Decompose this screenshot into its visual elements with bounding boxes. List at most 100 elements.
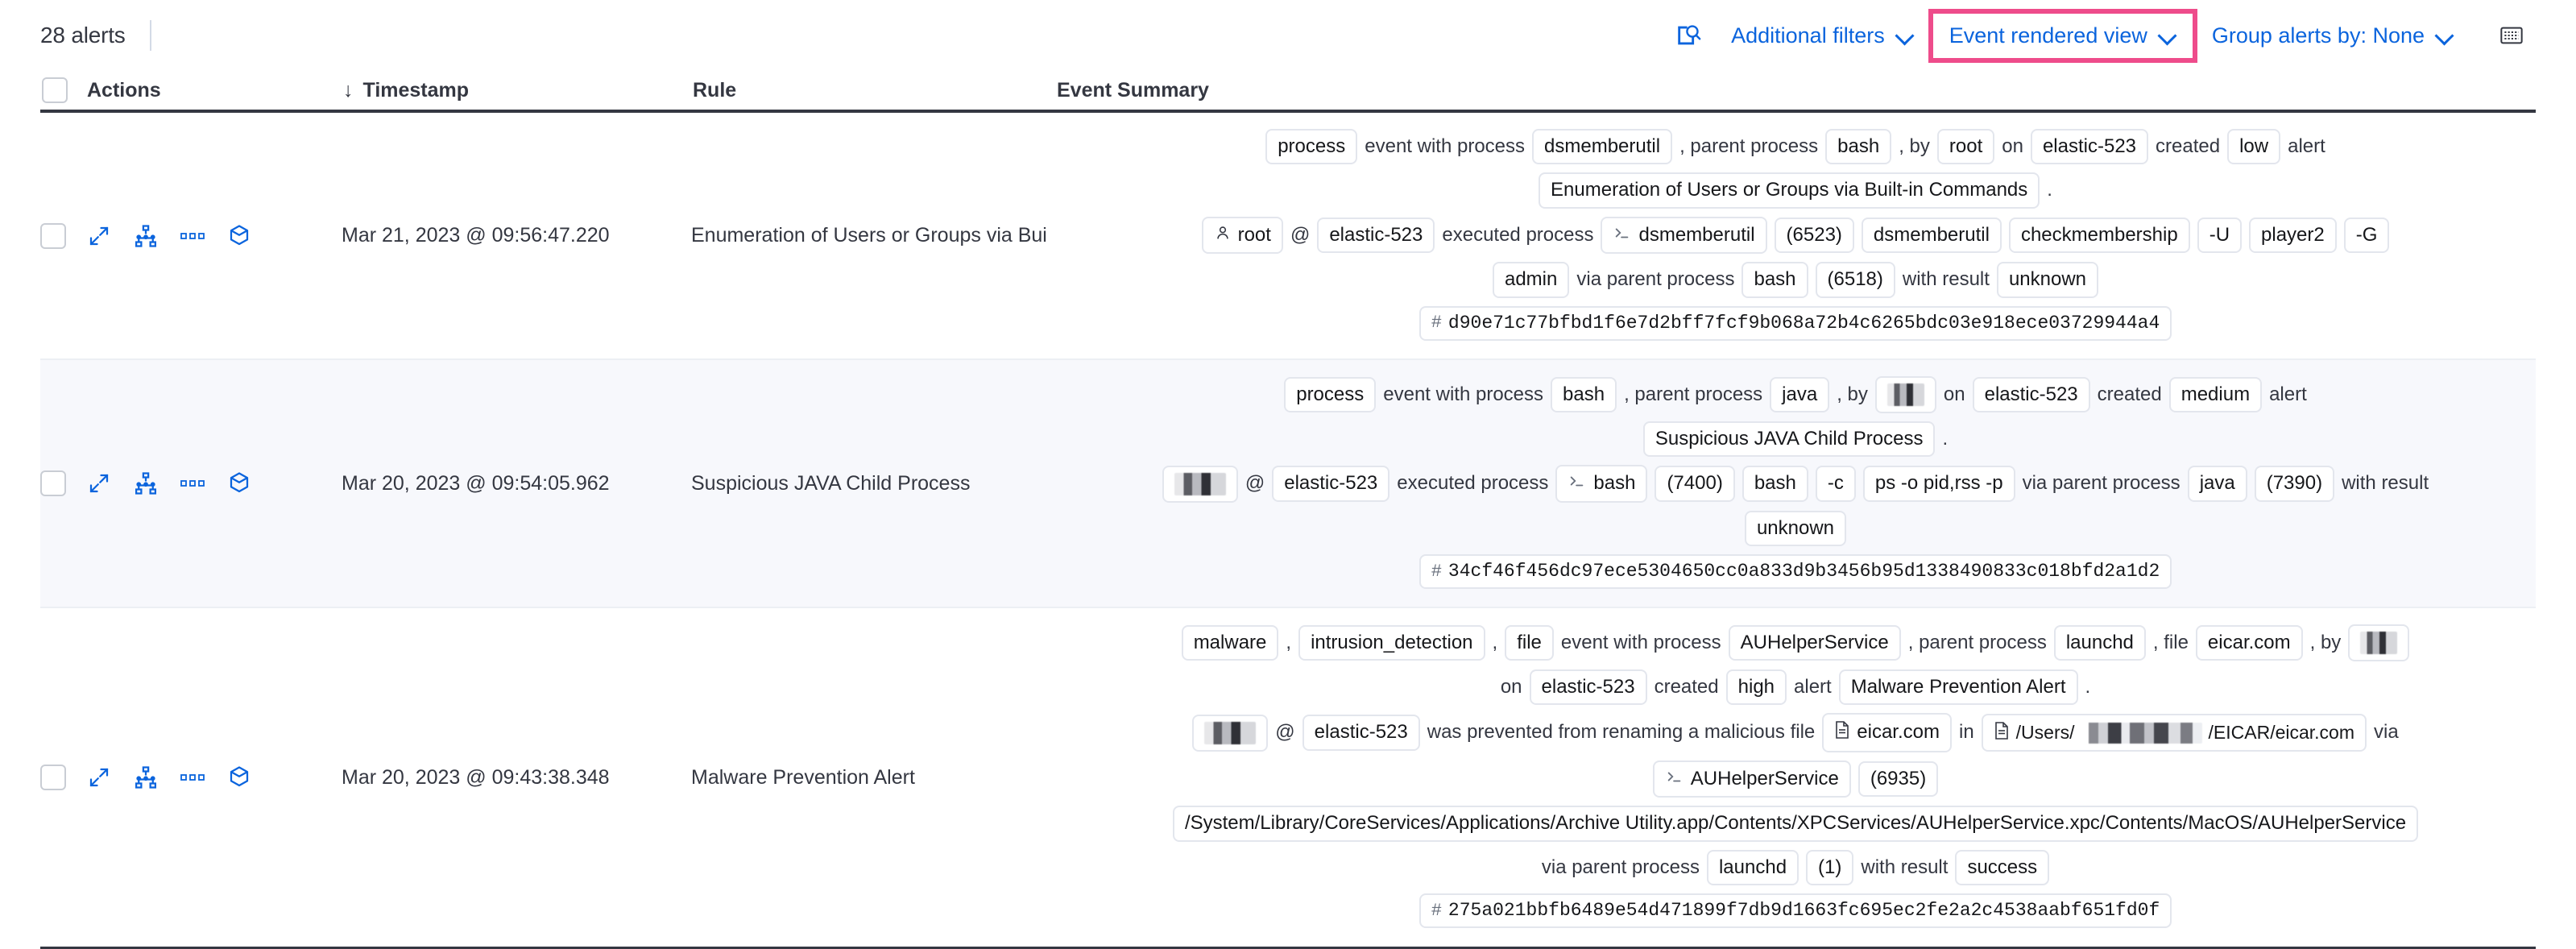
summary-value-label: malware bbox=[1193, 631, 1267, 653]
summary-value-chip[interactable]: root bbox=[1936, 129, 1995, 165]
summary-value-chip[interactable]: (6935) bbox=[1857, 760, 1939, 798]
redacted-block bbox=[1886, 383, 1924, 406]
summary-value-chip[interactable]: Suspicious JAVA Child Process bbox=[1642, 421, 1936, 458]
row-rule-name[interactable]: Suspicious JAVA Child Process bbox=[691, 471, 971, 495]
summary-value-label: elastic-523 bbox=[1329, 223, 1423, 246]
summary-value-chip[interactable]: elastic-523 bbox=[2030, 129, 2149, 165]
inspect-query-icon[interactable] bbox=[1670, 17, 1707, 54]
analyze-event-icon[interactable] bbox=[132, 470, 159, 497]
event-hash-chip[interactable]: #275a021bbfb6489e54d471899f7db9d1663fc69… bbox=[1418, 893, 2172, 929]
summary-value-chip[interactable]: eicar.com bbox=[2195, 624, 2303, 661]
select-all-checkbox[interactable] bbox=[42, 77, 68, 103]
event-hash-chip[interactable]: #d90e71c77bfbd1f6e7d2bff7fcf9b068a72b4c6… bbox=[1418, 305, 2172, 341]
summary-value-chip[interactable]: success bbox=[1955, 849, 2050, 885]
summary-value-chip[interactable]: medium bbox=[2168, 376, 2263, 413]
summary-value-chip[interactable]: eicar.com bbox=[1822, 713, 1952, 752]
summary-value-chip[interactable]: dsmemberutil bbox=[1601, 216, 1767, 255]
redacted-value-chip[interactable] bbox=[2348, 624, 2410, 661]
summary-value-chip[interactable]: (7390) bbox=[2254, 466, 2335, 502]
summary-text: created bbox=[2156, 135, 2221, 157]
summary-value-chip[interactable]: -U bbox=[2197, 217, 2243, 254]
more-actions-icon[interactable] bbox=[179, 222, 206, 250]
summary-value-chip[interactable]: bash bbox=[1551, 376, 1617, 413]
row-select-checkbox[interactable] bbox=[40, 222, 66, 249]
summary-value-chip[interactable]: admin bbox=[1492, 262, 1570, 298]
summary-value-chip[interactable]: process bbox=[1265, 129, 1358, 165]
analyze-event-icon[interactable] bbox=[132, 764, 159, 791]
event-rendered-view-button[interactable]: Event rendered view bbox=[1938, 15, 2188, 56]
summary-value-chip[interactable]: bash bbox=[1555, 465, 1648, 503]
summary-value-chip[interactable]: bash bbox=[1741, 466, 1808, 502]
analyze-event-icon[interactable] bbox=[132, 222, 159, 250]
summary-value-chip[interactable]: java bbox=[1770, 376, 1830, 413]
summary-value-chip[interactable]: launchd bbox=[1706, 849, 1799, 885]
summary-value-chip[interactable]: ps -o pid,rss -p bbox=[1862, 466, 2015, 502]
column-header-actions[interactable]: Actions bbox=[87, 79, 343, 102]
expand-alert-icon[interactable] bbox=[85, 222, 113, 250]
more-actions-icon[interactable] bbox=[179, 764, 206, 791]
summary-value-chip[interactable]: high bbox=[1725, 669, 1787, 706]
summary-value-label: elastic-523 bbox=[1284, 472, 1378, 495]
summary-value-chip[interactable]: elastic-523 bbox=[1529, 669, 1647, 706]
row-select-checkbox[interactable] bbox=[40, 470, 66, 496]
summary-value-chip[interactable]: elastic-523 bbox=[1272, 466, 1390, 502]
summary-value-chip[interactable]: -c bbox=[1815, 466, 1856, 502]
row-rule-name[interactable]: Enumeration of Users or Groups via Bui bbox=[691, 224, 1047, 247]
summary-value-chip[interactable]: launchd bbox=[2053, 624, 2146, 661]
summary-value-chip[interactable]: /System/Library/CoreServices/Application… bbox=[1172, 806, 2419, 842]
summary-value-chip[interactable]: -G bbox=[2343, 217, 2390, 254]
summary-value-chip[interactable]: (6523) bbox=[1774, 217, 1854, 254]
column-header-rule[interactable]: Rule bbox=[693, 79, 1057, 102]
redacted-value-chip[interactable] bbox=[1162, 465, 1238, 503]
row-rule-name[interactable]: Malware Prevention Alert bbox=[691, 765, 915, 789]
summary-value-chip[interactable]: elastic-523 bbox=[1972, 376, 2090, 413]
redacted-value-chip[interactable] bbox=[1192, 714, 1269, 752]
session-view-icon[interactable] bbox=[226, 222, 253, 250]
summary-value-chip[interactable]: dsmemberutil bbox=[1532, 129, 1673, 165]
redacted-value-chip[interactable] bbox=[1874, 376, 1936, 413]
expand-alert-icon[interactable] bbox=[85, 764, 113, 791]
summary-value-chip[interactable]: elastic-523 bbox=[1317, 217, 1435, 254]
summary-value-chip[interactable]: malware bbox=[1181, 624, 1279, 661]
toolbar-divider bbox=[149, 20, 151, 51]
summary-value-chip[interactable]: root bbox=[1201, 216, 1283, 255]
summary-text: . bbox=[2085, 676, 2091, 698]
summary-value-chip[interactable]: Enumeration of Users or Groups via Built… bbox=[1539, 172, 2040, 209]
summary-value-chip[interactable]: file bbox=[1505, 624, 1554, 661]
summary-value-chip[interactable]: process bbox=[1284, 376, 1377, 413]
expand-alert-icon[interactable] bbox=[85, 470, 113, 497]
summary-value-chip[interactable]: bash bbox=[1741, 262, 1808, 298]
summary-value-chip[interactable]: intrusion_detection bbox=[1298, 624, 1485, 661]
summary-value-chip[interactable]: (7400) bbox=[1655, 466, 1735, 502]
session-view-icon[interactable] bbox=[226, 764, 253, 791]
session-view-icon[interactable] bbox=[226, 470, 253, 497]
group-alerts-by-button[interactable]: Group alerts by: None bbox=[2201, 15, 2465, 56]
summary-value-chip[interactable]: dsmemberutil bbox=[1861, 217, 2002, 254]
summary-value-chip[interactable]: unknown bbox=[1744, 510, 1847, 547]
summary-value-chip[interactable]: checkmembership bbox=[2008, 217, 2190, 254]
file-path-chip[interactable]: /Users//EICAR/eicar.com bbox=[1981, 713, 2367, 752]
summary-value-chip[interactable]: elastic-523 bbox=[1302, 715, 1420, 751]
summary-value-chip[interactable]: (6518) bbox=[1815, 262, 1895, 298]
row-select-checkbox[interactable] bbox=[40, 765, 66, 790]
event-hash-chip[interactable]: #34cf46f456dc97ece5304650cc0a833d9b3456b… bbox=[1418, 554, 2172, 590]
summary-value-chip[interactable]: AUHelperService bbox=[1728, 624, 1901, 661]
column-header-event-summary[interactable]: Event Summary bbox=[1057, 79, 2536, 102]
summary-value-chip[interactable]: java bbox=[2187, 466, 2247, 502]
summary-value-chip[interactable]: low bbox=[2227, 129, 2281, 165]
summary-value-chip[interactable]: Malware Prevention Alert bbox=[1838, 669, 2078, 706]
summary-value-chip[interactable]: unknown bbox=[1996, 262, 2099, 298]
summary-value-chip[interactable]: bash bbox=[1825, 129, 1892, 165]
summary-value-chip[interactable]: player2 bbox=[2249, 217, 2337, 254]
more-actions-icon[interactable] bbox=[179, 470, 206, 497]
summary-value-chip[interactable]: (1) bbox=[1806, 849, 1854, 885]
keyboard-shortcuts-icon[interactable] bbox=[2494, 18, 2529, 53]
summary-value-chip[interactable]: AUHelperService bbox=[1652, 760, 1851, 798]
additional-filters-button[interactable]: Additional filters bbox=[1720, 15, 1925, 56]
column-header-timestamp[interactable]: ↓ Timestamp bbox=[343, 79, 693, 102]
